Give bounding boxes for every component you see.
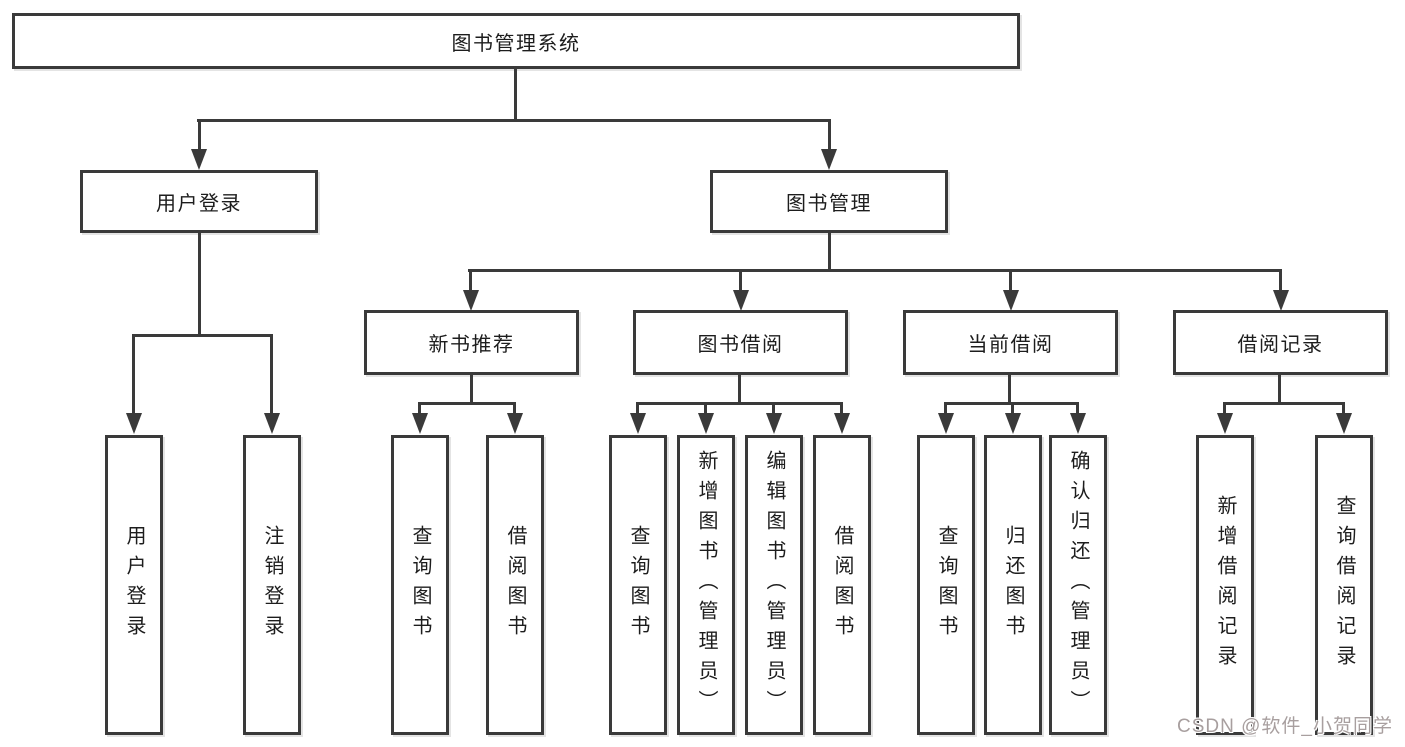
node-label: 确认归还（管理员） xyxy=(1067,450,1089,720)
leaf-query-books-borrowing: 查询图书 xyxy=(609,435,667,735)
node-label: 注销登录 xyxy=(261,525,283,645)
arrow-down-icon xyxy=(507,413,523,434)
connector-line xyxy=(1011,402,1014,414)
node-label: 查询借阅记录 xyxy=(1333,495,1355,675)
node-label: 用户登录 xyxy=(123,525,145,645)
node-label: 当前借阅 xyxy=(967,334,1054,356)
connector-line xyxy=(840,402,843,414)
leaf-confirm-return-admin: 确认归还（管理员） xyxy=(1049,435,1107,735)
connector-line xyxy=(470,375,473,405)
arrow-down-icon xyxy=(264,413,280,434)
connector-line xyxy=(468,269,1282,272)
connector-line xyxy=(636,402,843,405)
connector-line xyxy=(1008,375,1011,405)
node-new-book-recommend: 新书推荐 xyxy=(364,310,579,375)
arrow-down-icon xyxy=(1336,413,1352,434)
node-user-login: 用户登录 xyxy=(80,170,318,233)
connector-line xyxy=(738,375,741,405)
connector-line xyxy=(418,402,516,405)
leaf-query-borrow-record: 查询借阅记录 xyxy=(1315,435,1373,735)
arrow-down-icon xyxy=(630,413,646,434)
connector-line xyxy=(828,119,831,151)
leaf-add-books-admin: 新增图书（管理员） xyxy=(677,435,735,735)
arrow-down-icon xyxy=(821,149,837,170)
connector-line xyxy=(772,402,775,414)
node-label: 查询图书 xyxy=(409,525,431,645)
node-label: 新增借阅记录 xyxy=(1214,495,1236,675)
connector-line xyxy=(197,119,831,122)
node-label: 图书管理系统 xyxy=(451,32,581,55)
node-label: 新增图书（管理员） xyxy=(695,450,717,720)
connector-line xyxy=(1278,375,1281,405)
watermark: CSDN @软件_小贺同学 xyxy=(1177,716,1393,737)
connector-line xyxy=(198,119,201,151)
arrow-down-icon xyxy=(1005,413,1021,434)
connector-line xyxy=(1223,402,1226,414)
node-label: 编辑图书（管理员） xyxy=(763,450,785,720)
connector-line xyxy=(270,334,273,414)
arrow-down-icon xyxy=(698,413,714,434)
connector-line xyxy=(636,402,639,414)
connector-line xyxy=(514,69,517,121)
leaf-borrow-books-recommend: 借阅图书 xyxy=(486,435,544,735)
node-borrowing-records: 借阅记录 xyxy=(1173,310,1388,375)
arrow-down-icon xyxy=(463,290,479,311)
connector-line xyxy=(1076,402,1079,414)
connector-line xyxy=(704,402,707,414)
connector-line xyxy=(132,334,273,337)
connector-line xyxy=(198,233,201,337)
leaf-borrow-books-borrowing: 借阅图书 xyxy=(813,435,871,735)
node-book-borrowing: 图书借阅 xyxy=(633,310,848,375)
node-label: 新书推荐 xyxy=(428,334,515,356)
arrow-down-icon xyxy=(834,413,850,434)
connector-line xyxy=(1342,402,1345,414)
leaf-return-books: 归还图书 xyxy=(984,435,1042,735)
connector-line xyxy=(944,402,947,414)
leaf-logout: 注销登录 xyxy=(243,435,301,735)
leaf-edit-books-admin: 编辑图书（管理员） xyxy=(745,435,803,735)
node-label: 借阅图书 xyxy=(831,525,853,645)
node-book-management: 图书管理 xyxy=(710,170,948,233)
node-label: 查询图书 xyxy=(627,525,649,645)
arrow-down-icon xyxy=(766,413,782,434)
connector-line xyxy=(1279,269,1282,292)
connector-line xyxy=(1009,269,1012,292)
node-label: 图书借阅 xyxy=(697,334,784,356)
connector-line xyxy=(469,269,472,292)
connector-line xyxy=(513,402,516,414)
connector-line xyxy=(739,269,742,292)
leaf-query-books-current: 查询图书 xyxy=(917,435,975,735)
node-library-system: 图书管理系统 xyxy=(12,13,1020,69)
arrow-down-icon xyxy=(938,413,954,434)
connector-line xyxy=(132,334,135,414)
node-label: 归还图书 xyxy=(1002,525,1024,645)
node-label: 借阅图书 xyxy=(504,525,526,645)
node-label: 用户登录 xyxy=(156,193,242,215)
leaf-user-login: 用户登录 xyxy=(105,435,163,735)
arrow-down-icon xyxy=(1217,413,1233,434)
connector-line xyxy=(828,233,831,272)
arrow-down-icon xyxy=(1003,290,1019,311)
arrow-down-icon xyxy=(733,290,749,311)
node-label: 查询图书 xyxy=(935,525,957,645)
arrow-down-icon xyxy=(191,149,207,170)
arrow-down-icon xyxy=(1273,290,1289,311)
leaf-add-borrow-record: 新增借阅记录 xyxy=(1196,435,1254,735)
connector-line xyxy=(1223,402,1345,405)
connector-line xyxy=(418,402,421,414)
arrow-down-icon xyxy=(412,413,428,434)
node-current-borrowing: 当前借阅 xyxy=(903,310,1118,375)
node-label: 图书管理 xyxy=(786,193,872,215)
arrow-down-icon xyxy=(1070,413,1086,434)
arrow-down-icon xyxy=(126,413,142,434)
leaf-query-books-recommend: 查询图书 xyxy=(391,435,449,735)
node-label: 借阅记录 xyxy=(1237,334,1324,356)
